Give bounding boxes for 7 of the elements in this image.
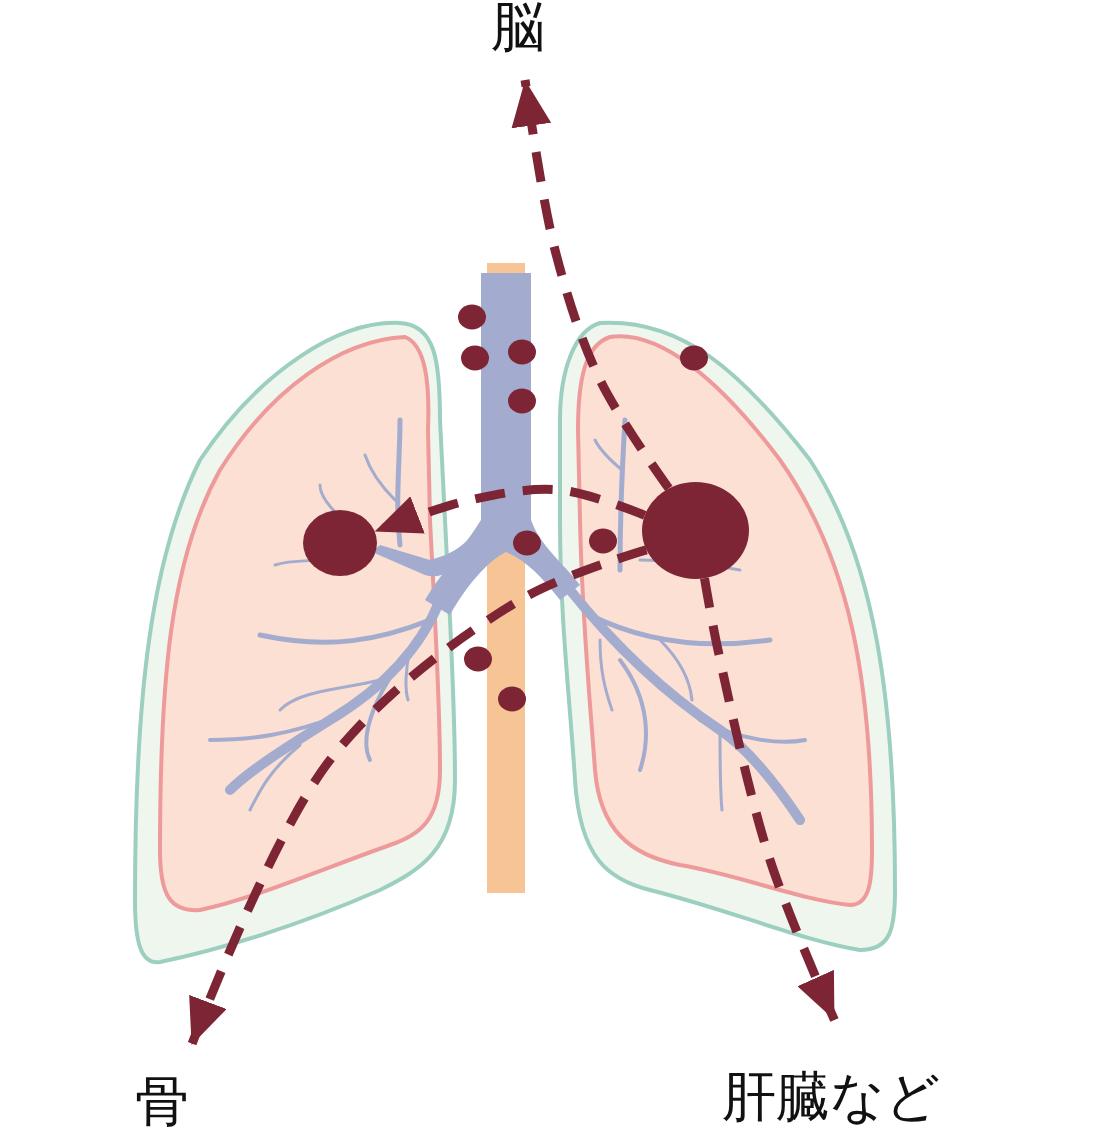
dashed-arrow: [700, 577, 839, 1022]
dashed-arrow: [187, 545, 648, 1047]
dashed-arrow: [511, 79, 673, 492]
dashed-arrow: [373, 484, 647, 536]
organ-label: 肝臓など: [722, 1070, 940, 1124]
organ-label: 骨: [135, 1075, 189, 1129]
organ-label: 脳: [491, 0, 545, 54]
